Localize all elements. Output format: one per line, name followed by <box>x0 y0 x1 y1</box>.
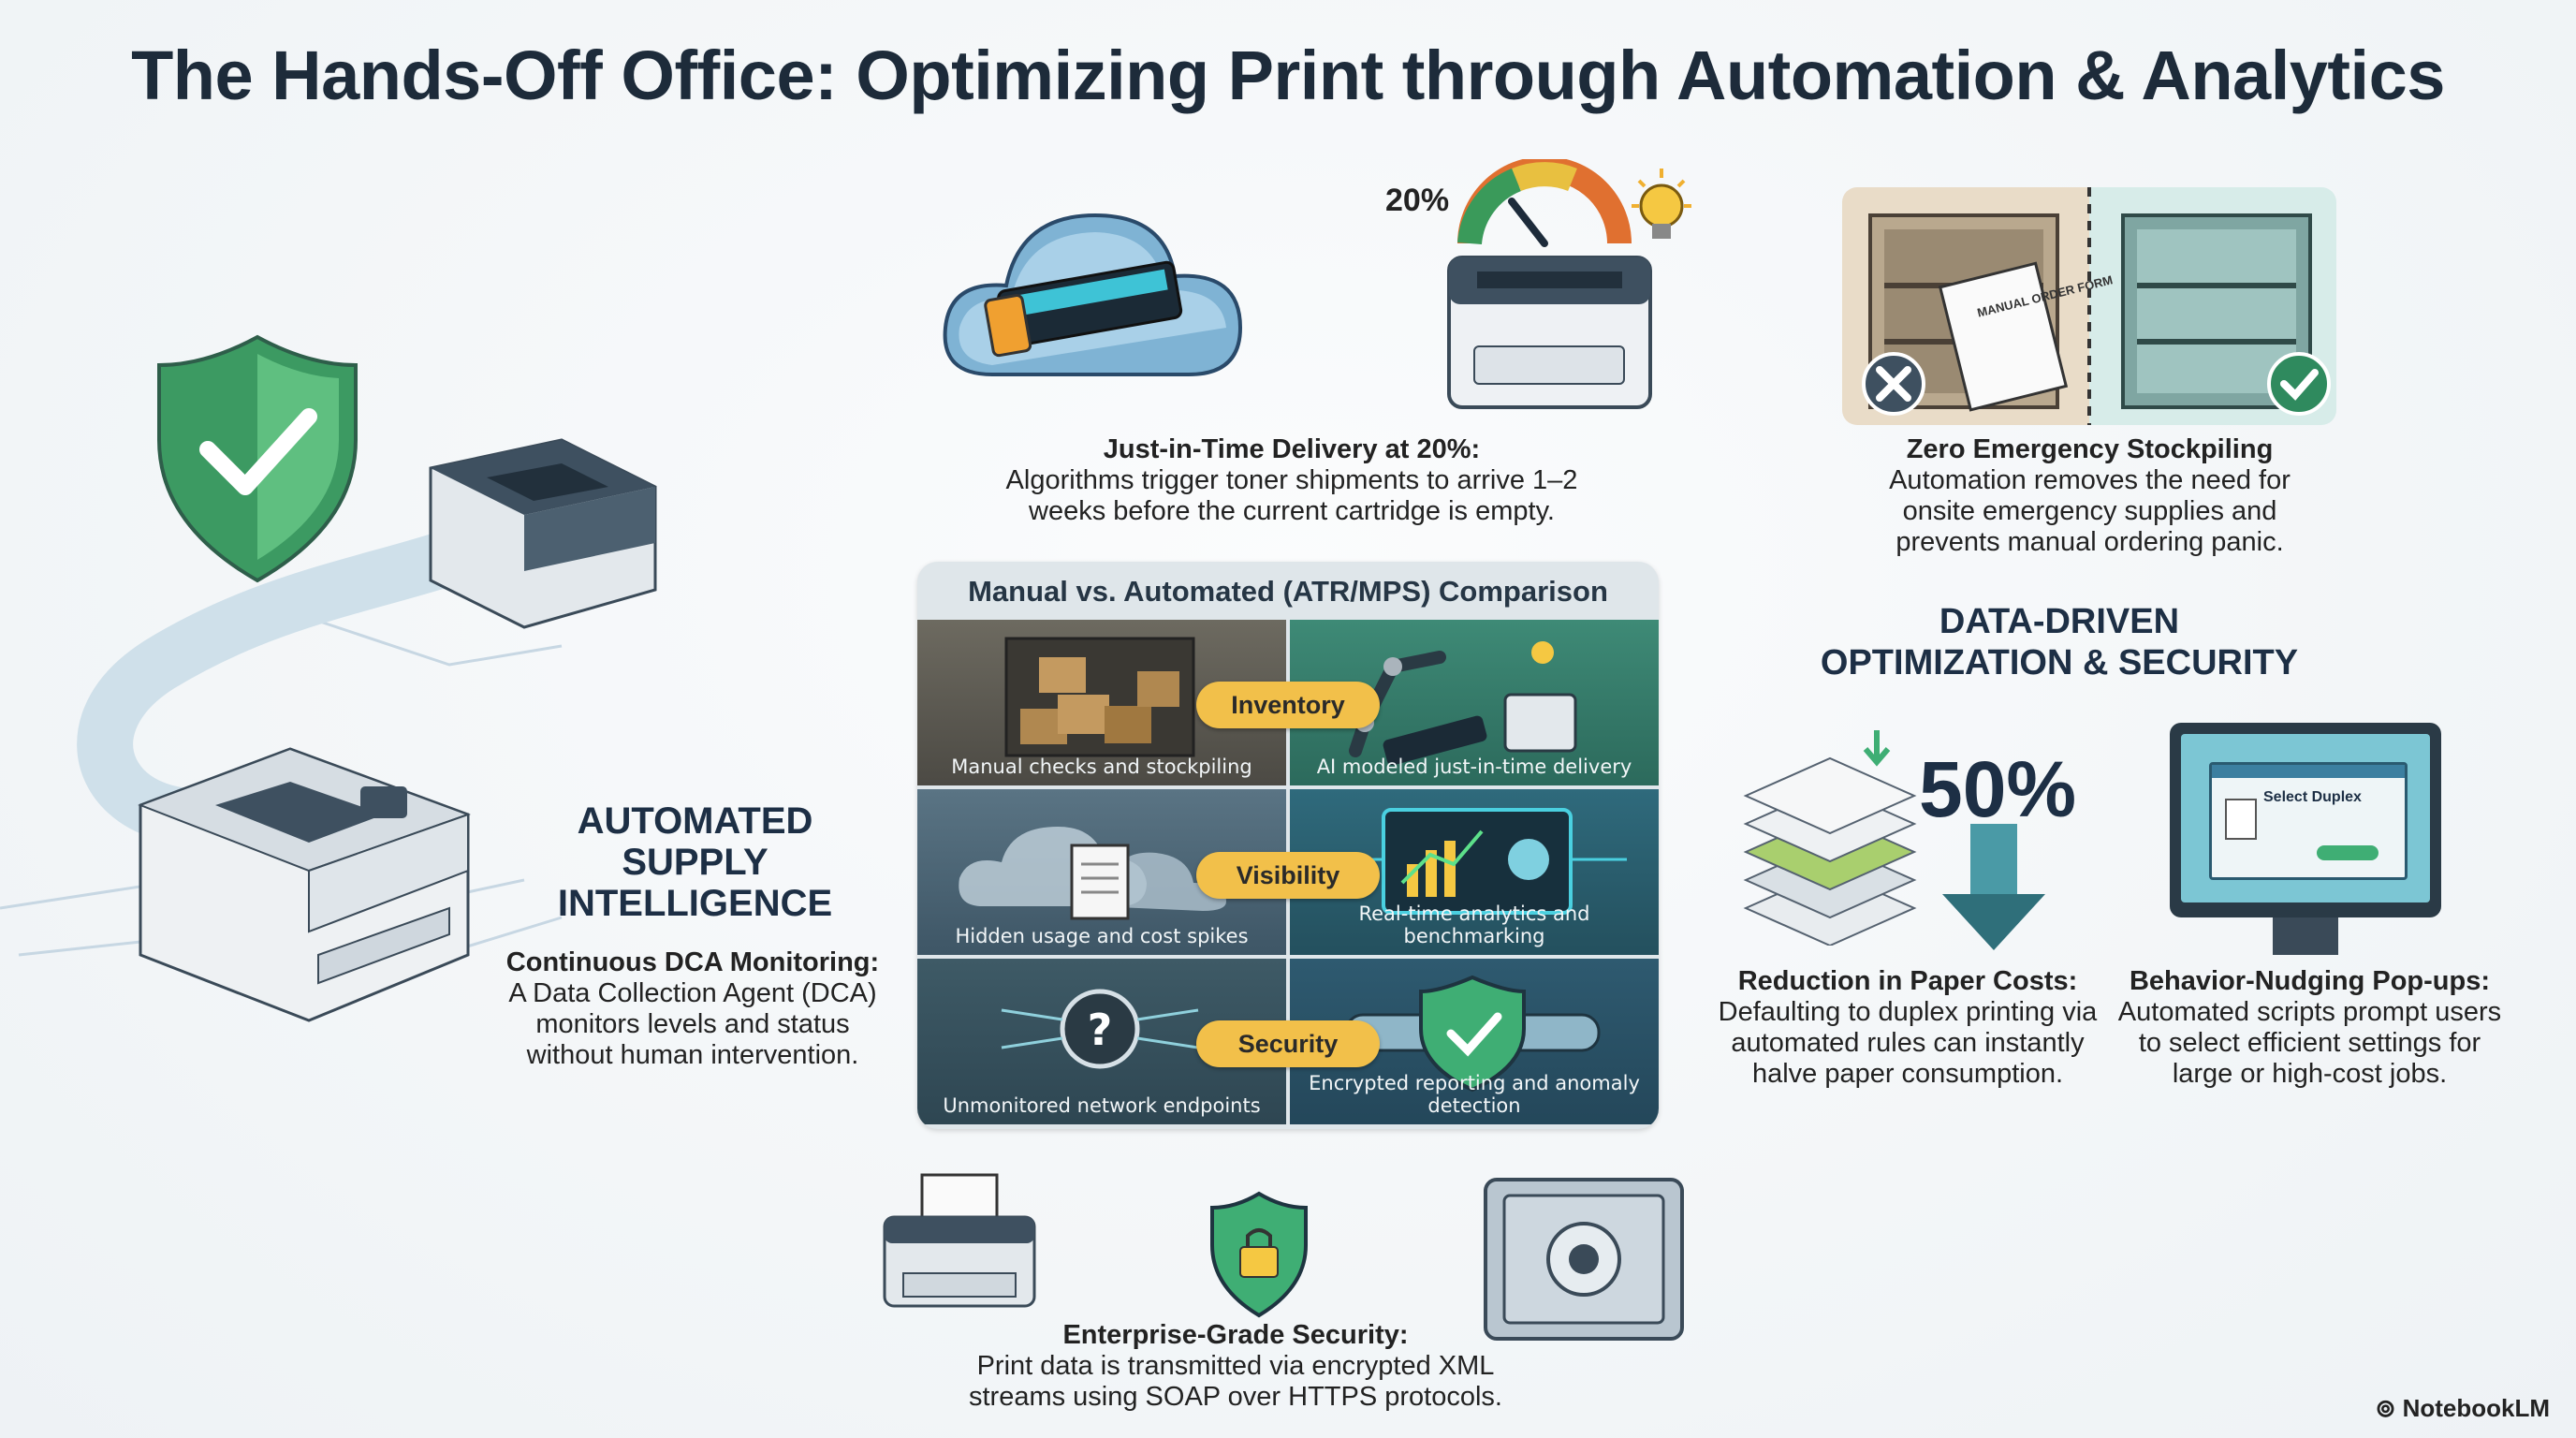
down-arrow-icon <box>1942 824 2045 950</box>
jit-caption: Just-in-Time Delivery at 20%: Algorithms… <box>973 434 1610 527</box>
caption-line: Automation removes the need for <box>1889 465 2291 495</box>
svg-text:?: ? <box>1088 1005 1113 1055</box>
caption-line: halve paper consumption. <box>1751 1059 2064 1089</box>
document-icon <box>2225 799 2257 840</box>
caption-title: Reduction in Paper Costs: <box>1737 966 2078 996</box>
heading-line: SUPPLY <box>622 842 768 883</box>
printer-gauge-icon <box>1447 159 1652 409</box>
caption-title: Zero Emergency Stockpiling <box>1906 434 2274 464</box>
heading-line: DATA-DRIVEN <box>1939 602 2180 641</box>
comparison-panel: Manual vs. Automated (ATR/MPS) Compariso… <box>917 562 1659 1129</box>
caption-line: streams using SOAP over HTTPS protocols. <box>968 1382 1502 1412</box>
heading-line: INTELLIGENCE <box>557 883 833 924</box>
heading-line: AUTOMATED <box>577 800 813 842</box>
duplex-popup[interactable]: Select Duplex <box>2209 762 2408 880</box>
lightbulb-icon <box>1632 169 1691 239</box>
gauge-percent-label: 20% <box>1385 183 1450 218</box>
confirm-button[interactable] <box>2317 845 2378 860</box>
security-pill: Security <box>1196 1020 1380 1067</box>
branding-logo: ⊚ NotebookLM <box>2376 1394 2550 1423</box>
left-illustration <box>0 334 657 1022</box>
paper-reduction-stat: 50% <box>1919 745 2077 833</box>
notebooklm-icon: ⊚ <box>2375 1394 2403 1422</box>
heading-line: OPTIMIZATION & SECURITY <box>1820 643 2299 682</box>
printer-large-icon <box>138 747 471 1022</box>
shelves-illustration: MANUAL ORDER FORM <box>1862 187 2331 425</box>
encrypted-pipe-icon <box>1344 975 1601 1093</box>
dca-caption: Continuous DCA Monitoring: A Data Collec… <box>468 947 917 1071</box>
caption-line: A Data Collection Agent (DCA) <box>508 978 877 1008</box>
visibility-pill: Visibility <box>1196 852 1380 899</box>
caption-line: Automated scripts prompt users <box>2117 997 2502 1027</box>
caption-line: weeks before the current cartridge is em… <box>1029 496 1555 526</box>
comparison-title: Manual vs. Automated (ATR/MPS) Compariso… <box>968 575 1608 608</box>
check-circle-icon <box>2267 352 2331 416</box>
caption-title: Continuous DCA Monitoring: <box>505 947 880 977</box>
security-caption: Enterprise-Grade Security: Print data is… <box>936 1320 1535 1413</box>
caption-line: Algorithms trigger toner shipments to ar… <box>1005 465 1578 495</box>
data-ribbon <box>77 515 515 845</box>
caption-line: to select efficient settings for <box>2138 1028 2481 1058</box>
caption-title: Just-in-Time Delivery at 20%: <box>1103 434 1481 464</box>
right-section-heading: DATA-DRIVEN OPTIMIZATION & SECURITY <box>1760 601 2359 683</box>
security-automated-cell: Encrypted reporting and anomaly detectio… <box>1290 959 1659 1124</box>
left-section-heading: AUTOMATED SUPPLY INTELLIGENCE <box>524 800 866 924</box>
caption-line: large or high-cost jobs. <box>2172 1059 2448 1089</box>
printer-paper-icon <box>883 1173 1036 1308</box>
stockpile-panel: MANUAL ORDER FORM <box>1842 187 2336 425</box>
monitor-screen: Select Duplex <box>2181 734 2430 902</box>
safe-vault-icon <box>1484 1178 1684 1341</box>
caption-line: automated rules can instantly <box>1731 1028 2085 1058</box>
caption-line: Print data is transmitted via encrypted … <box>976 1351 1495 1381</box>
inventory-manual-label: Manual checks and stockpiling <box>951 756 1252 778</box>
stockpile-caption: Zero Emergency Stockpiling Automation re… <box>1835 434 2345 558</box>
caption-title: Behavior-Nudging Pop-ups: <box>2129 966 2491 996</box>
branding-text: NotebookLM <box>2402 1394 2550 1422</box>
shield-lock-icon <box>1210 1191 1308 1318</box>
caption-title: Enterprise-Grade Security: <box>1062 1320 1409 1350</box>
caption-line: prevents manual ordering panic. <box>1895 527 2284 557</box>
stockpile-boxes-icon <box>1004 637 1195 757</box>
nudge-caption: Behavior-Nudging Pop-ups: Automated scri… <box>2106 966 2513 1090</box>
inventory-automated-cell: AI modeled just-in-time delivery <box>1290 620 1659 785</box>
security-automated-label: Encrypted reporting and anomaly detectio… <box>1309 1072 1640 1117</box>
printer-small-icon <box>429 438 657 629</box>
visibility-manual-label: Hidden usage and cost spikes <box>955 925 1249 947</box>
shield-check-icon <box>157 334 358 583</box>
question-mark-icon: ? <box>1001 989 1199 1069</box>
cloud-document-icon <box>959 827 1226 920</box>
monitor-stand <box>2273 917 2338 955</box>
monitor-icon: Select Duplex <box>2170 723 2441 955</box>
security-manual-cell: ? Unmonitored network endpoints <box>917 959 1286 1124</box>
cloud-toner-icon <box>943 213 1243 376</box>
caption-line: onsite emergency supplies and <box>1902 496 2277 526</box>
caption-line: without human intervention. <box>526 1040 859 1070</box>
paper-stack-icon <box>1743 730 1917 946</box>
security-manual-label: Unmonitored network endpoints <box>943 1094 1261 1117</box>
popup-label: Select Duplex <box>2263 789 2362 805</box>
popup-titlebar <box>2212 765 2405 778</box>
paper-caption: Reduction in Paper Costs: Defaulting to … <box>1702 966 2114 1090</box>
caption-line: Defaulting to duplex printing via <box>1718 997 2098 1027</box>
caption-line: monitors levels and status <box>535 1009 850 1039</box>
robot-arm-icon <box>1349 641 1577 766</box>
visibility-automated-label: Real-time analytics and benchmarking <box>1358 902 1590 947</box>
page-title: The Hands-Off Office: Optimizing Print t… <box>131 37 2445 114</box>
inventory-automated-label: AI modeled just-in-time delivery <box>1316 756 1632 778</box>
inventory-pill: Inventory <box>1196 682 1380 728</box>
